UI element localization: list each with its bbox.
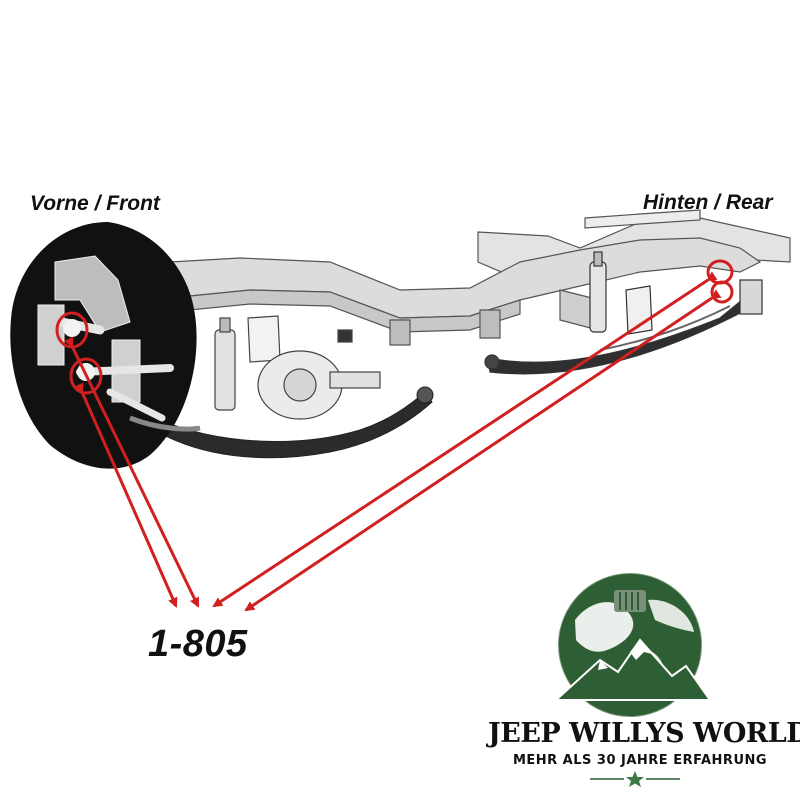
front-spring-hanger-left — [37, 304, 65, 366]
arrow-rear-lower — [244, 289, 722, 612]
rear-shackle — [739, 279, 763, 315]
mountain-icon — [553, 638, 712, 701]
rear-label: Hinten / Rear — [643, 191, 773, 214]
rear-shock-absorber — [589, 261, 607, 333]
front-shock-absorber — [214, 329, 236, 411]
arrow-front-upper — [64, 336, 200, 608]
part-number: 1-805 — [148, 623, 248, 665]
star-icon — [626, 771, 644, 787]
brand-logo — [553, 572, 712, 787]
front-spring-eye — [416, 386, 434, 404]
front-label: Vorne / Front — [30, 192, 160, 215]
jeep-grille-icon — [614, 590, 646, 612]
callout-arrows — [64, 271, 722, 612]
brand-name: JEEP WILLYS WORLD — [488, 718, 800, 749]
front-u-bolt — [247, 315, 281, 363]
front-axle — [214, 315, 381, 420]
brand-tagline: MEHR ALS 30 JAHRE ERFAHRUNG — [512, 753, 768, 768]
callout-rear-lower — [710, 280, 734, 304]
